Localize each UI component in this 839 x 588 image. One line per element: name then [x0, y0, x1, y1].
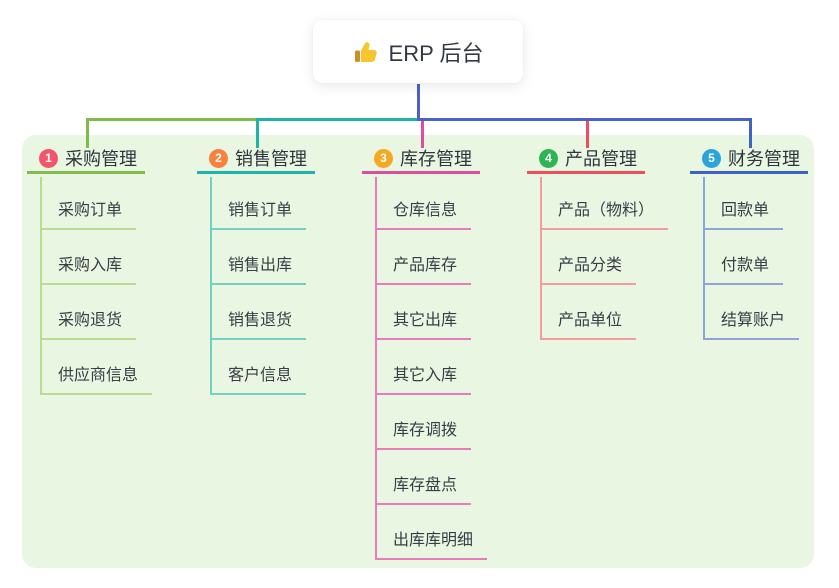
- connector-branch-drop: [420, 121, 424, 148]
- connector-branch-drop: [255, 118, 259, 148]
- branch-header[interactable]: 1 采购管理: [27, 145, 145, 174]
- child-node[interactable]: 销售出库: [210, 255, 307, 285]
- child-node[interactable]: 采购退货: [40, 310, 137, 340]
- branch-label: 库存管理: [400, 149, 472, 169]
- child-node[interactable]: 仓库信息: [375, 200, 472, 230]
- branch-label: 财务管理: [728, 149, 800, 169]
- child-node[interactable]: 客户信息: [210, 365, 307, 395]
- connector-bus-segment: [85, 118, 259, 121]
- root-label: ERP 后台: [388, 40, 484, 66]
- branch-spine-line: [40, 177, 42, 395]
- child-node[interactable]: 回款单: [703, 200, 784, 230]
- connector-branch-drop: [585, 121, 589, 148]
- connector-branch-drop: [748, 118, 752, 148]
- branch-number-badge: 5: [702, 148, 721, 168]
- branch-spine-line: [210, 177, 212, 395]
- child-node[interactable]: 其它出库: [375, 310, 472, 340]
- branch-header[interactable]: 3 库存管理: [362, 145, 480, 174]
- branch-spine-line: [703, 177, 705, 340]
- branch-header[interactable]: 4 产品管理: [527, 145, 645, 174]
- child-node[interactable]: 产品分类: [540, 255, 637, 285]
- branch-number-badge: 1: [39, 148, 58, 168]
- branch-spine-line: [540, 177, 542, 340]
- branch-number-badge: 4: [539, 148, 558, 168]
- connector-root-drop: [416, 84, 420, 121]
- root-node[interactable]: ERP 后台: [313, 20, 523, 83]
- child-node[interactable]: 出库库明细: [375, 530, 488, 560]
- thumbs-up-icon: [353, 39, 379, 65]
- connector-bus-segment: [417, 118, 752, 121]
- child-node[interactable]: 产品（物料）: [540, 200, 669, 230]
- branch-label: 销售管理: [235, 149, 307, 169]
- branch-header[interactable]: 5 财务管理: [690, 145, 808, 174]
- branch-number-badge: 2: [209, 148, 228, 168]
- child-node[interactable]: 产品库存: [375, 255, 472, 285]
- child-node[interactable]: 结算账户: [703, 310, 800, 340]
- child-node[interactable]: 销售退货: [210, 310, 307, 340]
- branch-label: 采购管理: [65, 149, 137, 169]
- child-node[interactable]: 付款单: [703, 255, 784, 285]
- child-node[interactable]: 采购入库: [40, 255, 137, 285]
- mindmap-panel: [22, 135, 814, 568]
- child-node[interactable]: 采购订单: [40, 200, 137, 230]
- child-node[interactable]: 其它入库: [375, 365, 472, 395]
- connector-branch-drop: [85, 118, 89, 148]
- branch-spine-line: [375, 177, 377, 560]
- child-node[interactable]: 销售订单: [210, 200, 307, 230]
- branch-header[interactable]: 2 销售管理: [197, 145, 315, 174]
- child-node[interactable]: 库存调拨: [375, 420, 472, 450]
- branch-label: 产品管理: [565, 149, 637, 169]
- child-node[interactable]: 产品单位: [540, 310, 637, 340]
- branch-number-badge: 3: [374, 148, 393, 168]
- child-node[interactable]: 库存盘点: [375, 475, 472, 505]
- child-node[interactable]: 供应商信息: [40, 365, 153, 395]
- connector-bus-segment: [255, 118, 417, 121]
